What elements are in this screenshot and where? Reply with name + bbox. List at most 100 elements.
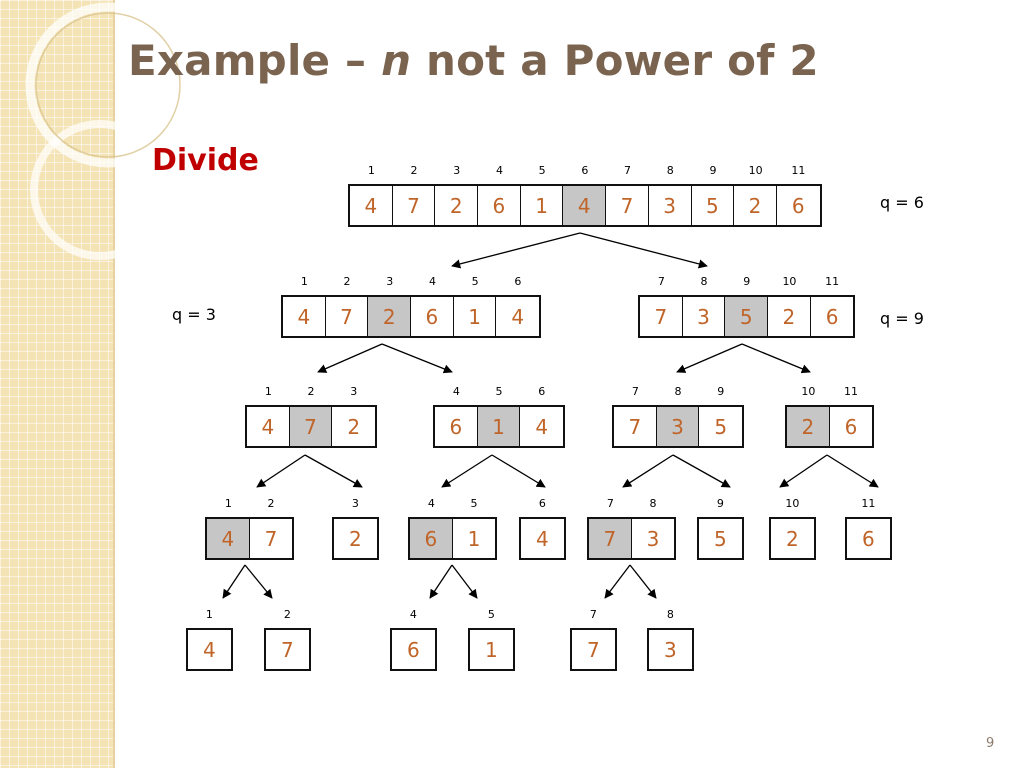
array-r3c: 2 xyxy=(769,517,816,560)
index-label: 2 xyxy=(307,385,315,398)
index-label: 3 xyxy=(350,385,358,398)
index-label: 6 xyxy=(514,275,522,288)
array-cell: 4 xyxy=(511,304,525,329)
index-label: 1 xyxy=(300,275,308,288)
array-cell: 2 xyxy=(348,526,362,551)
pivot-cell: 2 xyxy=(787,407,830,446)
index-label: 7 xyxy=(589,608,597,621)
index-label: 11 xyxy=(844,385,859,398)
index-label: 5 xyxy=(471,275,479,288)
index-label: 8 xyxy=(666,608,674,621)
array-cell: 5 xyxy=(714,414,728,439)
index-label: 5 xyxy=(470,497,478,510)
split-arrow xyxy=(629,564,657,599)
array-cell: 7 xyxy=(614,407,657,446)
index-label: 2 xyxy=(410,164,418,177)
array-cell: 6 xyxy=(435,407,478,446)
index-label: 2 xyxy=(343,275,351,288)
split-arrow xyxy=(441,454,493,488)
split-arrow xyxy=(451,564,478,599)
array-cell: 4 xyxy=(350,186,393,225)
array-cell: 4 xyxy=(283,297,326,336)
array-cell: 6 xyxy=(411,297,454,336)
array-cell: 1 xyxy=(484,637,498,662)
split-arrow xyxy=(304,454,363,488)
split-arrow xyxy=(451,232,581,269)
sidebar-edge xyxy=(113,0,115,768)
pivot-cell: 6 xyxy=(410,519,453,558)
pivot-cell: 1 xyxy=(477,407,521,446)
array-cell: 4 xyxy=(202,637,216,662)
array-cell: 6 xyxy=(478,186,521,225)
index-label: 9 xyxy=(717,385,725,398)
array-cell: 7 xyxy=(586,637,600,662)
array-cell: 7 xyxy=(326,297,369,336)
split-arrow xyxy=(317,343,383,373)
split-arrow xyxy=(579,232,708,269)
array-cell: 2 xyxy=(768,297,811,336)
index-label: 9 xyxy=(716,497,724,510)
page-number: 9 xyxy=(986,736,995,751)
index-label: 3 xyxy=(351,497,359,510)
index-label: 4 xyxy=(427,497,435,510)
index-label: 3 xyxy=(453,164,461,177)
pivot-cell: 7 xyxy=(289,407,333,446)
index-label: 1 xyxy=(264,385,272,398)
array-cell: 1 xyxy=(454,297,497,336)
index-label: 3 xyxy=(386,275,394,288)
index-label: 6 xyxy=(538,497,546,510)
array-cell: 4 xyxy=(535,526,549,551)
index-label: 7 xyxy=(657,275,665,288)
array-cell: 6 xyxy=(825,304,839,329)
array-cell: 7 xyxy=(280,637,294,662)
index-label: 10 xyxy=(782,275,797,288)
pivot-cell: 2 xyxy=(368,297,412,336)
split-arrow xyxy=(741,343,811,374)
title-variable: n xyxy=(381,36,412,85)
index-label: 10 xyxy=(748,164,763,177)
index-label: 11 xyxy=(825,275,840,288)
slide-title: Example – n not a Power of 2 xyxy=(128,36,819,85)
array-cell: 3 xyxy=(663,637,677,662)
array-l4a: 4 xyxy=(186,628,233,671)
q-label-left: q = 3 xyxy=(172,305,216,324)
index-label: 10 xyxy=(801,385,816,398)
array-cell: 7 xyxy=(393,186,436,225)
index-label: 5 xyxy=(538,164,546,177)
array-cell: 2 xyxy=(785,526,799,551)
array-cell: 6 xyxy=(861,526,875,551)
split-arrow xyxy=(672,454,731,488)
index-label: 4 xyxy=(452,385,460,398)
array-r3d: 6 xyxy=(845,517,892,560)
index-label: 2 xyxy=(283,608,291,621)
q-label-root: q = 6 xyxy=(880,193,924,212)
array-cell: 5 xyxy=(692,186,735,225)
split-arrow xyxy=(429,564,453,599)
index-label: 11 xyxy=(791,164,806,177)
pivot-cell: 3 xyxy=(656,407,700,446)
split-arrow xyxy=(779,454,828,488)
q-label-right: q = 9 xyxy=(880,309,924,328)
title-suffix: not a Power of 2 xyxy=(411,36,819,85)
array-cell: 2 xyxy=(734,186,777,225)
decorative-circles xyxy=(25,2,191,260)
index-label: 6 xyxy=(581,164,589,177)
index-label: 5 xyxy=(495,385,503,398)
split-arrow xyxy=(491,454,546,488)
array-r4a: 7 xyxy=(570,628,617,671)
array-cell: 6 xyxy=(406,637,420,662)
index-label: 1 xyxy=(367,164,375,177)
array-cell: 2 xyxy=(435,186,479,225)
index-label: 2 xyxy=(267,497,275,510)
split-arrow xyxy=(604,564,631,599)
array-cell: 1 xyxy=(521,186,564,225)
array-cell: 3 xyxy=(649,186,692,225)
array-r3b: 5 xyxy=(697,517,744,560)
index-label: 11 xyxy=(861,497,876,510)
